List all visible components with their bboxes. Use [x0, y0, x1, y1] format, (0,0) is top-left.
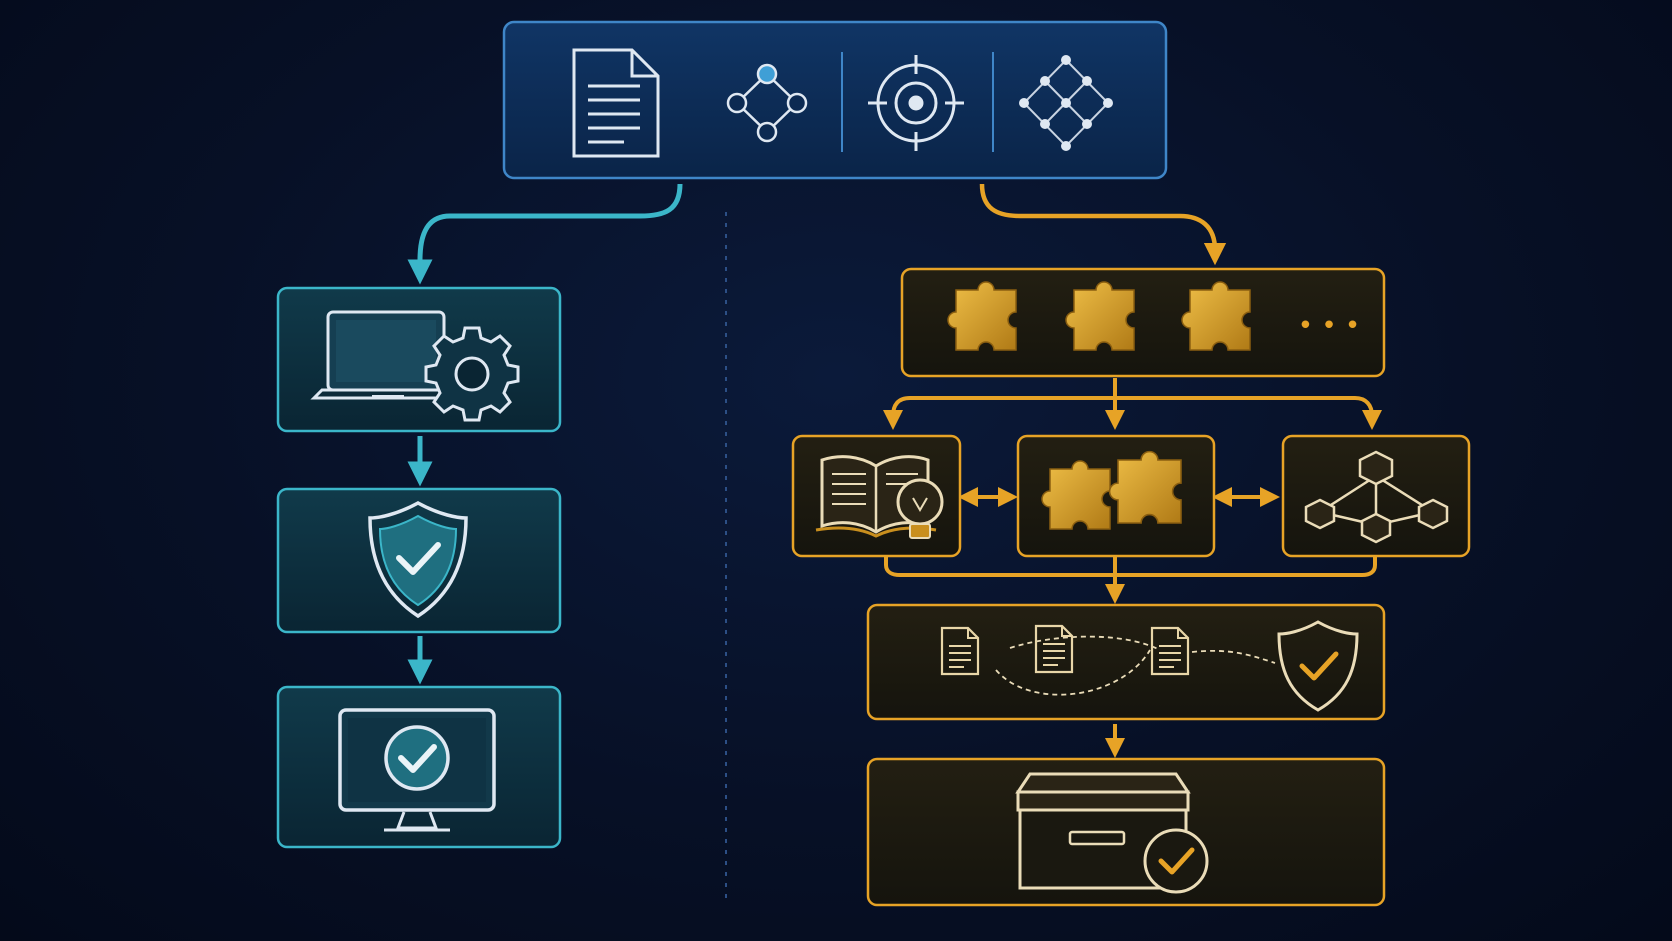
cube-network-icon: [1304, 450, 1449, 544]
knowledge-node[interactable]: [791, 434, 962, 558]
edge-merge-verify: [884, 556, 1377, 604]
document-icon: [572, 48, 660, 158]
assembly-node[interactable]: [1016, 434, 1216, 558]
structure-node[interactable]: [1281, 434, 1471, 558]
puzzle-icon: [1181, 281, 1251, 351]
config-node[interactable]: [276, 286, 562, 433]
edge-input-config: [407, 183, 683, 285]
modules-node[interactable]: • • •: [900, 267, 1386, 378]
shield-check-icon: [368, 501, 468, 619]
laptop-icon: [310, 310, 466, 400]
monitor-check-icon: [338, 708, 496, 832]
deploy-node[interactable]: [276, 685, 562, 849]
edge-modules-branch: [883, 378, 1382, 430]
gear-icon: [424, 326, 520, 422]
puzzle-icon: [1065, 281, 1135, 351]
output-node[interactable]: [866, 757, 1386, 907]
archive-box-check-icon: [1015, 772, 1209, 894]
shield-check-icon: [1277, 620, 1359, 712]
network-diamond-icon: [726, 63, 808, 143]
verify-connector: [995, 635, 1276, 696]
security-node[interactable]: [276, 487, 562, 634]
puzzle-icon: [947, 281, 1017, 351]
lattice-icon: [1019, 55, 1113, 151]
ellipsis-icon: • • •: [1298, 311, 1361, 341]
edge-input-modules: [979, 183, 1227, 266]
verify-node[interactable]: [866, 603, 1386, 721]
book-lightbulb-icon: [815, 455, 944, 539]
input-node[interactable]: [502, 20, 1168, 180]
target-icon: [868, 55, 964, 151]
